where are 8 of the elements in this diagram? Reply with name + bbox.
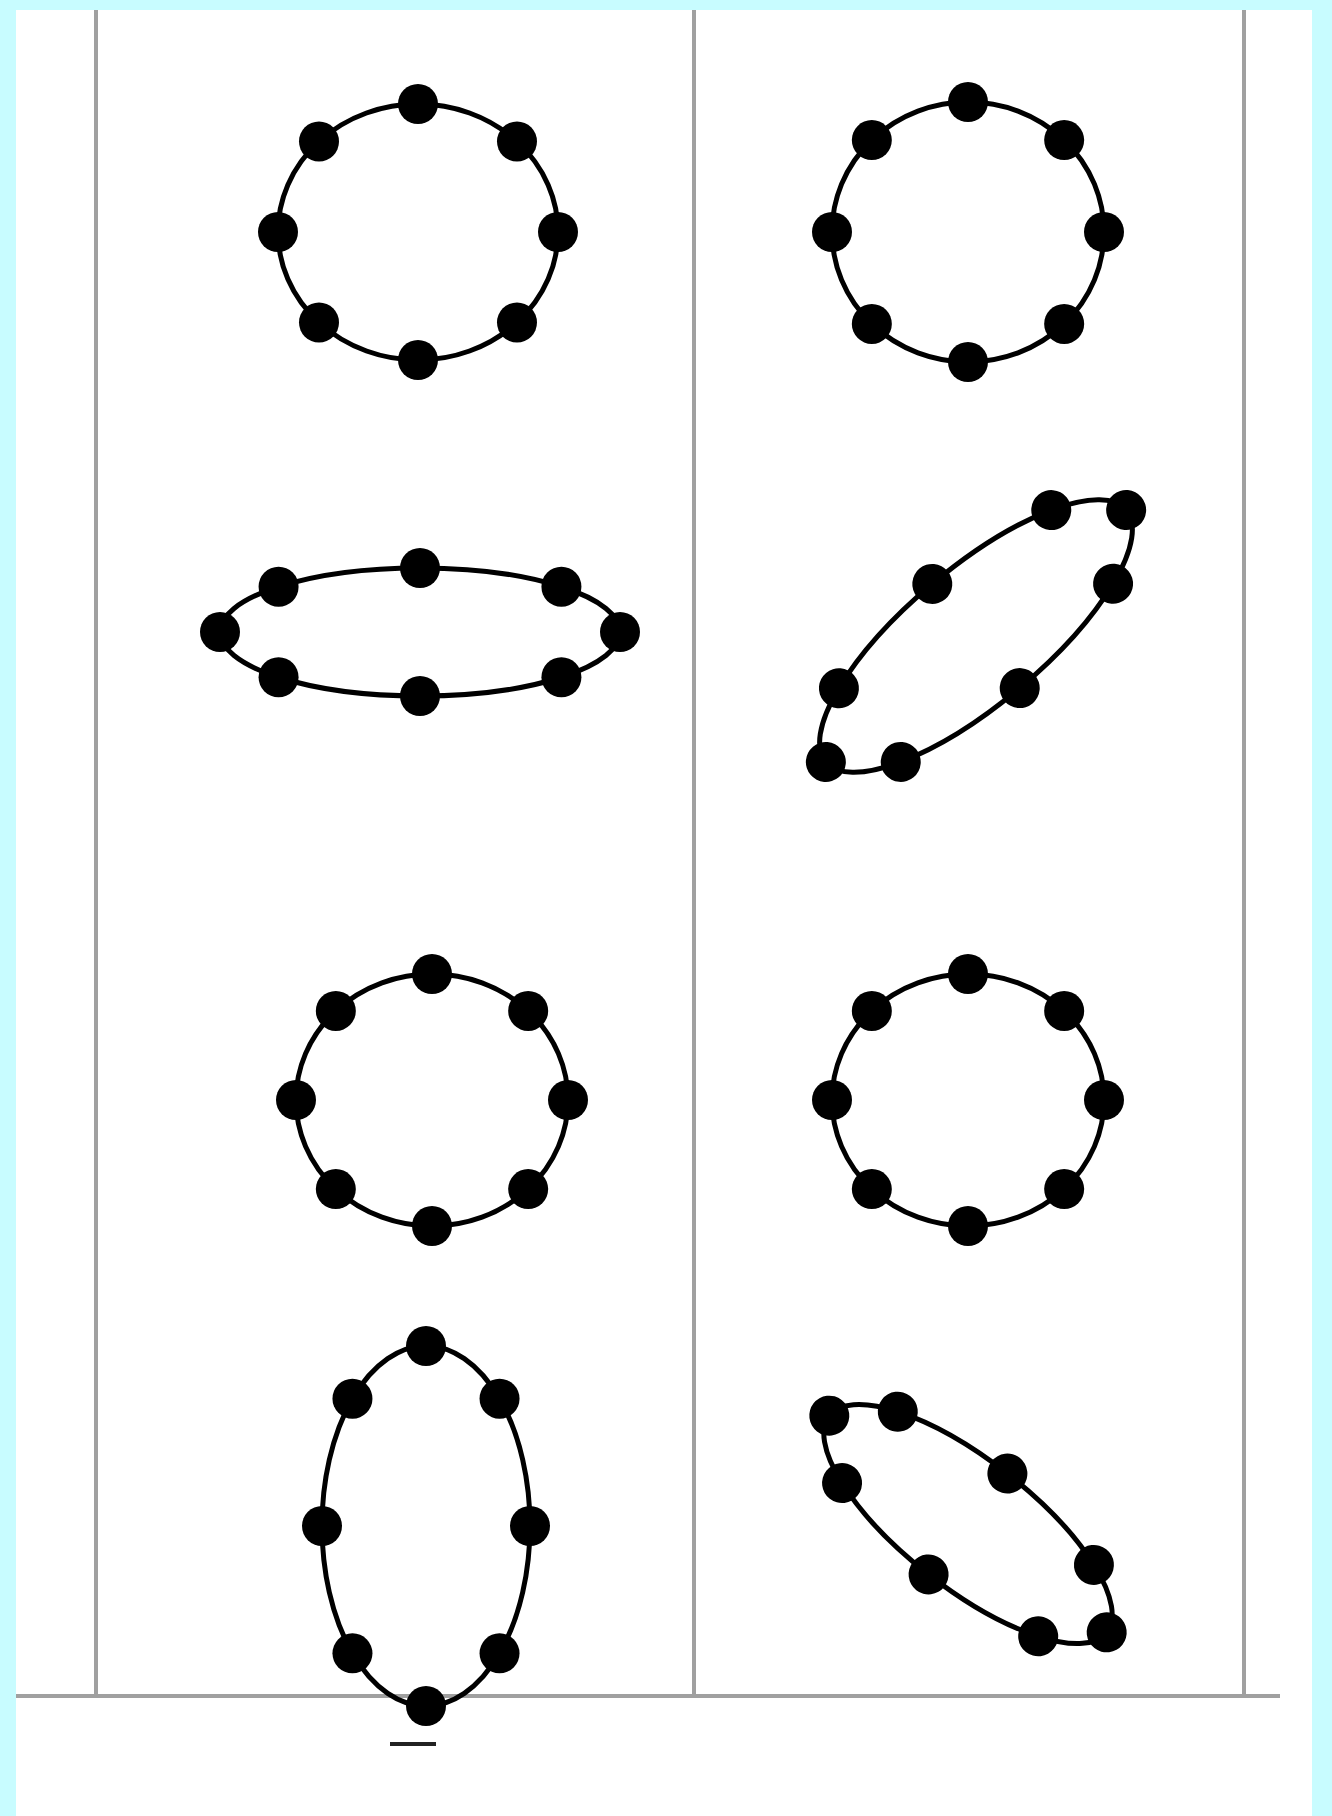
ring-of-dots-drawing [258,84,578,380]
ring-of-dots-drawing [812,82,1124,382]
ring-of-dots-drawing [276,954,588,1246]
ring-of-dots-drawing [302,1326,550,1726]
ring-of-dots-drawing [809,1391,1127,1657]
ring-of-dots-drawing [805,490,1147,782]
ring-of-dots-drawing [812,954,1124,1246]
ring-of-dots-drawing [200,548,640,716]
